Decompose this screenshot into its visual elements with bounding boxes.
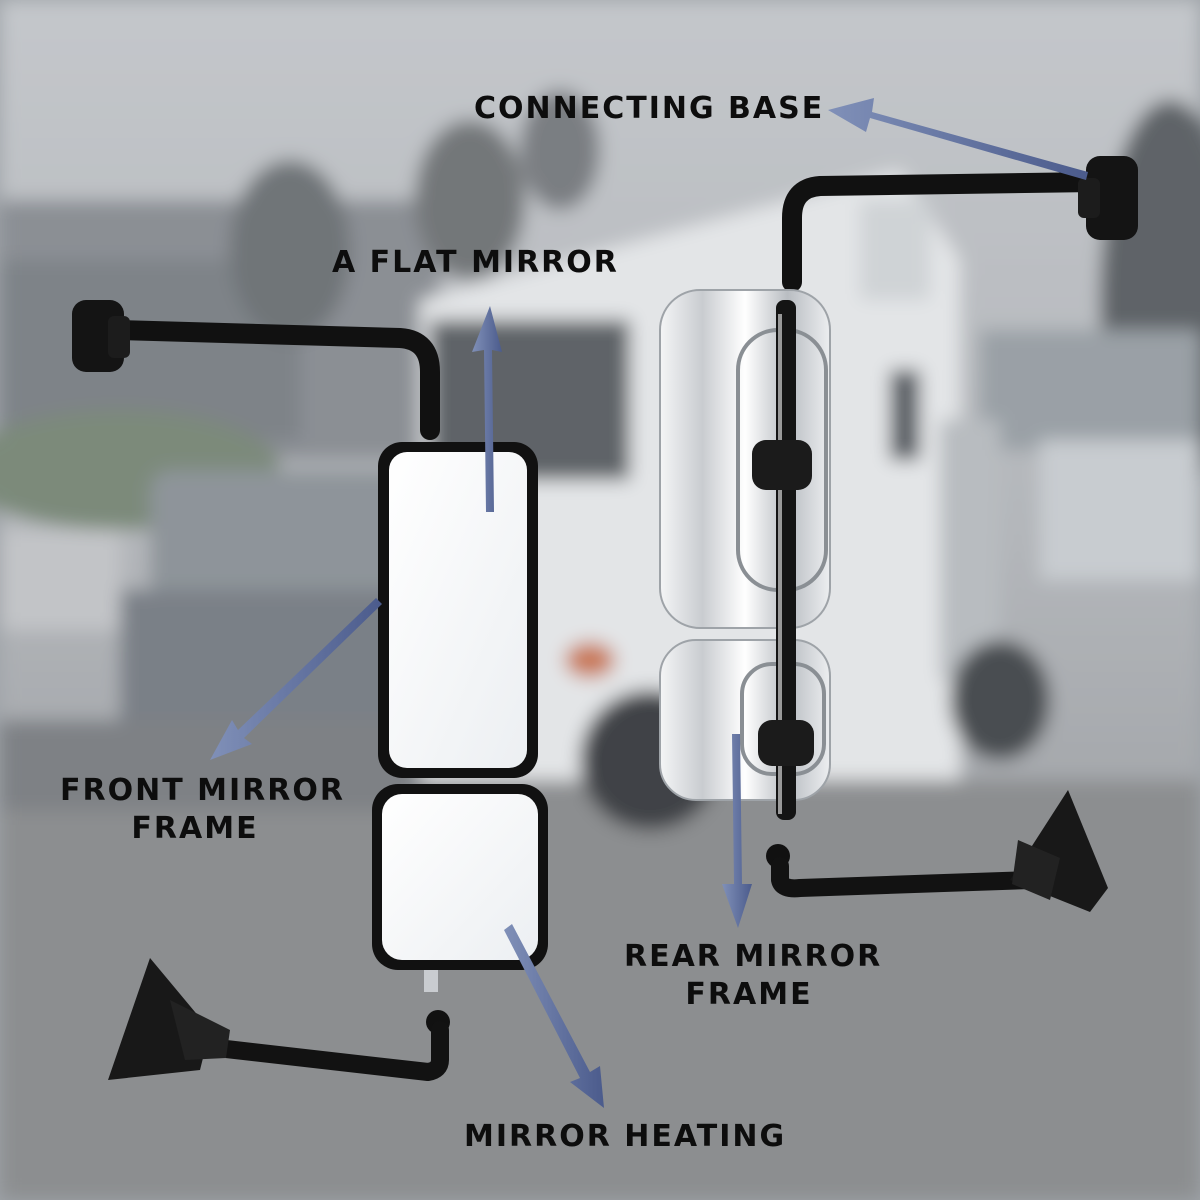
rear-frame-text-line2: FRAME xyxy=(685,977,813,1012)
front-frame-text-line1: FRONT MIRROR xyxy=(60,773,345,808)
flat-mirror-text: A FLAT MIRROR xyxy=(332,245,619,280)
label-mirror-heating: MIRROR HEATING xyxy=(464,1118,786,1156)
flat-mirror-arrow xyxy=(472,306,502,512)
label-connecting-base: CONNECTING BASE xyxy=(474,90,824,128)
connecting-base-foot xyxy=(1086,156,1138,240)
label-flat-mirror: A FLAT MIRROR xyxy=(332,244,619,282)
label-front-mirror-frame: FRONT MIRROR FRAME xyxy=(60,772,345,848)
label-rear-mirror-frame: REAR MIRROR FRAME xyxy=(624,938,883,1014)
rear-frame-arrow xyxy=(722,734,752,928)
convex-mirror-glass xyxy=(382,794,538,960)
front-mirror-assembly xyxy=(72,300,548,1081)
rear-frame-text-line1: REAR MIRROR xyxy=(624,939,883,974)
flat-mirror-glass xyxy=(389,452,527,768)
connecting-base-text: CONNECTING BASE xyxy=(474,91,825,126)
connecting-base-arrow xyxy=(828,98,1088,180)
front-frame-text-line2: FRAME xyxy=(131,811,259,846)
rear-mirror-assembly xyxy=(659,156,1138,912)
front-frame-arrow xyxy=(210,598,382,760)
annotation-arrows xyxy=(210,98,1088,1108)
mirror-heating-text: MIRROR HEATING xyxy=(464,1119,787,1154)
mirror-heating-arrow xyxy=(504,924,604,1108)
